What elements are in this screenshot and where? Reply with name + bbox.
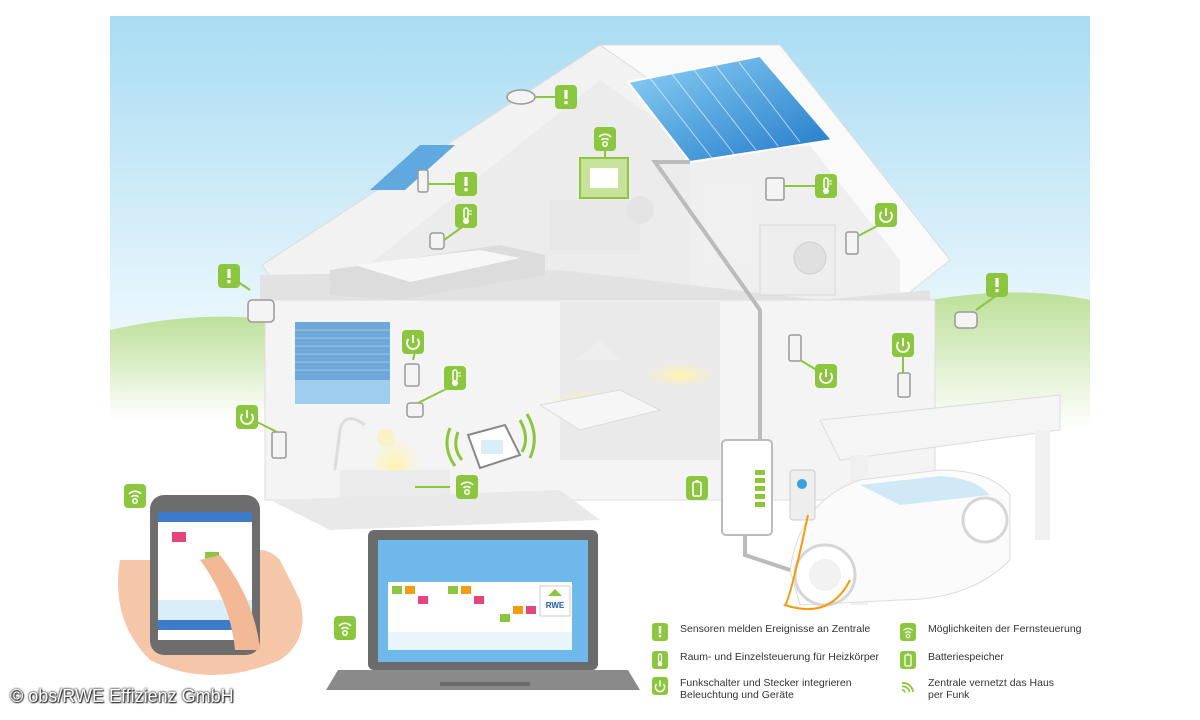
smartphone-in-hand xyxy=(118,495,303,675)
solar-panel xyxy=(626,54,834,164)
legend-item-battery: Batteriespeicher xyxy=(900,651,1004,669)
attic-thermostat-tag-icon xyxy=(454,203,478,229)
wall-switch xyxy=(404,363,420,387)
charging-cable xyxy=(783,514,851,611)
central-remote-tag-icon xyxy=(455,474,479,500)
desk xyxy=(550,200,640,250)
living-thermostat-tag-icon xyxy=(443,365,467,391)
wall-plug-living xyxy=(271,431,287,459)
smoke-detector-tag-icon xyxy=(555,85,577,109)
motion-detector-tag-icon xyxy=(218,264,240,288)
legend-label: Raum- und Einzelsteuerung für Heizkörper xyxy=(680,651,880,663)
wall-tablet xyxy=(579,157,629,199)
wall-plug-kitchen xyxy=(788,334,802,362)
legend-item-remote: Möglichkeiten der Fernsteuerung xyxy=(900,623,1082,641)
tablet-remote-tag-icon xyxy=(593,126,617,152)
radiator-thermostat-attic xyxy=(429,232,445,250)
living-plug-tag-icon xyxy=(235,404,259,430)
bath-plug-tag-icon xyxy=(874,202,898,228)
battery-storage-unit xyxy=(721,439,791,572)
solar-cable xyxy=(651,160,762,440)
power-icon xyxy=(652,677,668,695)
legend-label: Sensoren melden Ereignisse an Zentrale xyxy=(680,623,871,635)
smoke-detector xyxy=(506,89,536,105)
thermometer-icon xyxy=(652,651,668,669)
legend-label: Möglichkeiten der Fernsteuerung xyxy=(928,623,1082,635)
grass-left xyxy=(110,316,270,420)
legend: Sensoren melden Ereignisse an Zentrale R… xyxy=(652,620,1092,710)
rwe-logo-text: RWE xyxy=(546,601,565,610)
dining-table xyxy=(538,389,662,431)
window-sensor-tag-icon xyxy=(455,172,477,196)
kitchen-plug-tag-icon xyxy=(814,363,838,389)
wall-plug-carport xyxy=(897,372,911,398)
skylight-window xyxy=(370,145,455,190)
window-sensor xyxy=(417,169,429,193)
legend-label: Batteriespeicher xyxy=(928,651,1004,663)
kitchen-pendant-lamp xyxy=(575,340,620,360)
laptop-remote-tag-icon xyxy=(333,615,357,641)
floor-lamp xyxy=(333,417,366,471)
carport-plug-tag-icon xyxy=(891,332,915,358)
battery-tag-icon xyxy=(685,475,709,501)
legend-item-heating: Raum- und Einzelsteuerung für Heizkörper xyxy=(652,651,879,669)
shower xyxy=(705,185,750,265)
wireless-signal-icon xyxy=(900,677,916,695)
office-chair xyxy=(626,196,654,224)
radiator-thermostat-living xyxy=(406,402,424,418)
copyright-credit: © obs/RWE Effizienz GmbH xyxy=(10,686,234,706)
house-cutaway xyxy=(260,44,951,530)
smartphone-remote-tag-icon xyxy=(123,483,147,509)
smart-home-central-unit xyxy=(445,413,536,470)
room-thermostat-tag-icon xyxy=(814,173,838,199)
electric-car xyxy=(789,469,1011,607)
wall-plug-bath xyxy=(845,231,859,255)
exclamation-icon xyxy=(652,623,668,641)
laptop: RWE xyxy=(326,530,640,690)
outdoor-motion-tag-icon xyxy=(986,273,1008,297)
room-thermostat xyxy=(765,177,785,201)
motion-detector xyxy=(247,299,275,323)
remote-control-icon xyxy=(900,623,916,641)
wall-switch-tag-icon xyxy=(401,329,425,355)
outdoor-motion-detector xyxy=(954,311,978,329)
charging-station xyxy=(789,469,816,521)
battery-icon xyxy=(900,651,916,669)
legend-item-sensors: Sensoren melden Ereignisse an Zentrale xyxy=(652,623,870,641)
